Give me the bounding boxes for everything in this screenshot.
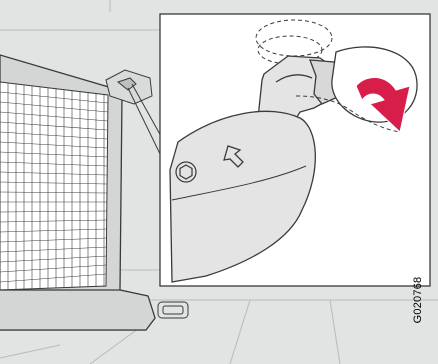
- floor-latch: [158, 302, 188, 318]
- figure-code: G020768: [412, 277, 424, 324]
- detail-inset: [160, 14, 430, 286]
